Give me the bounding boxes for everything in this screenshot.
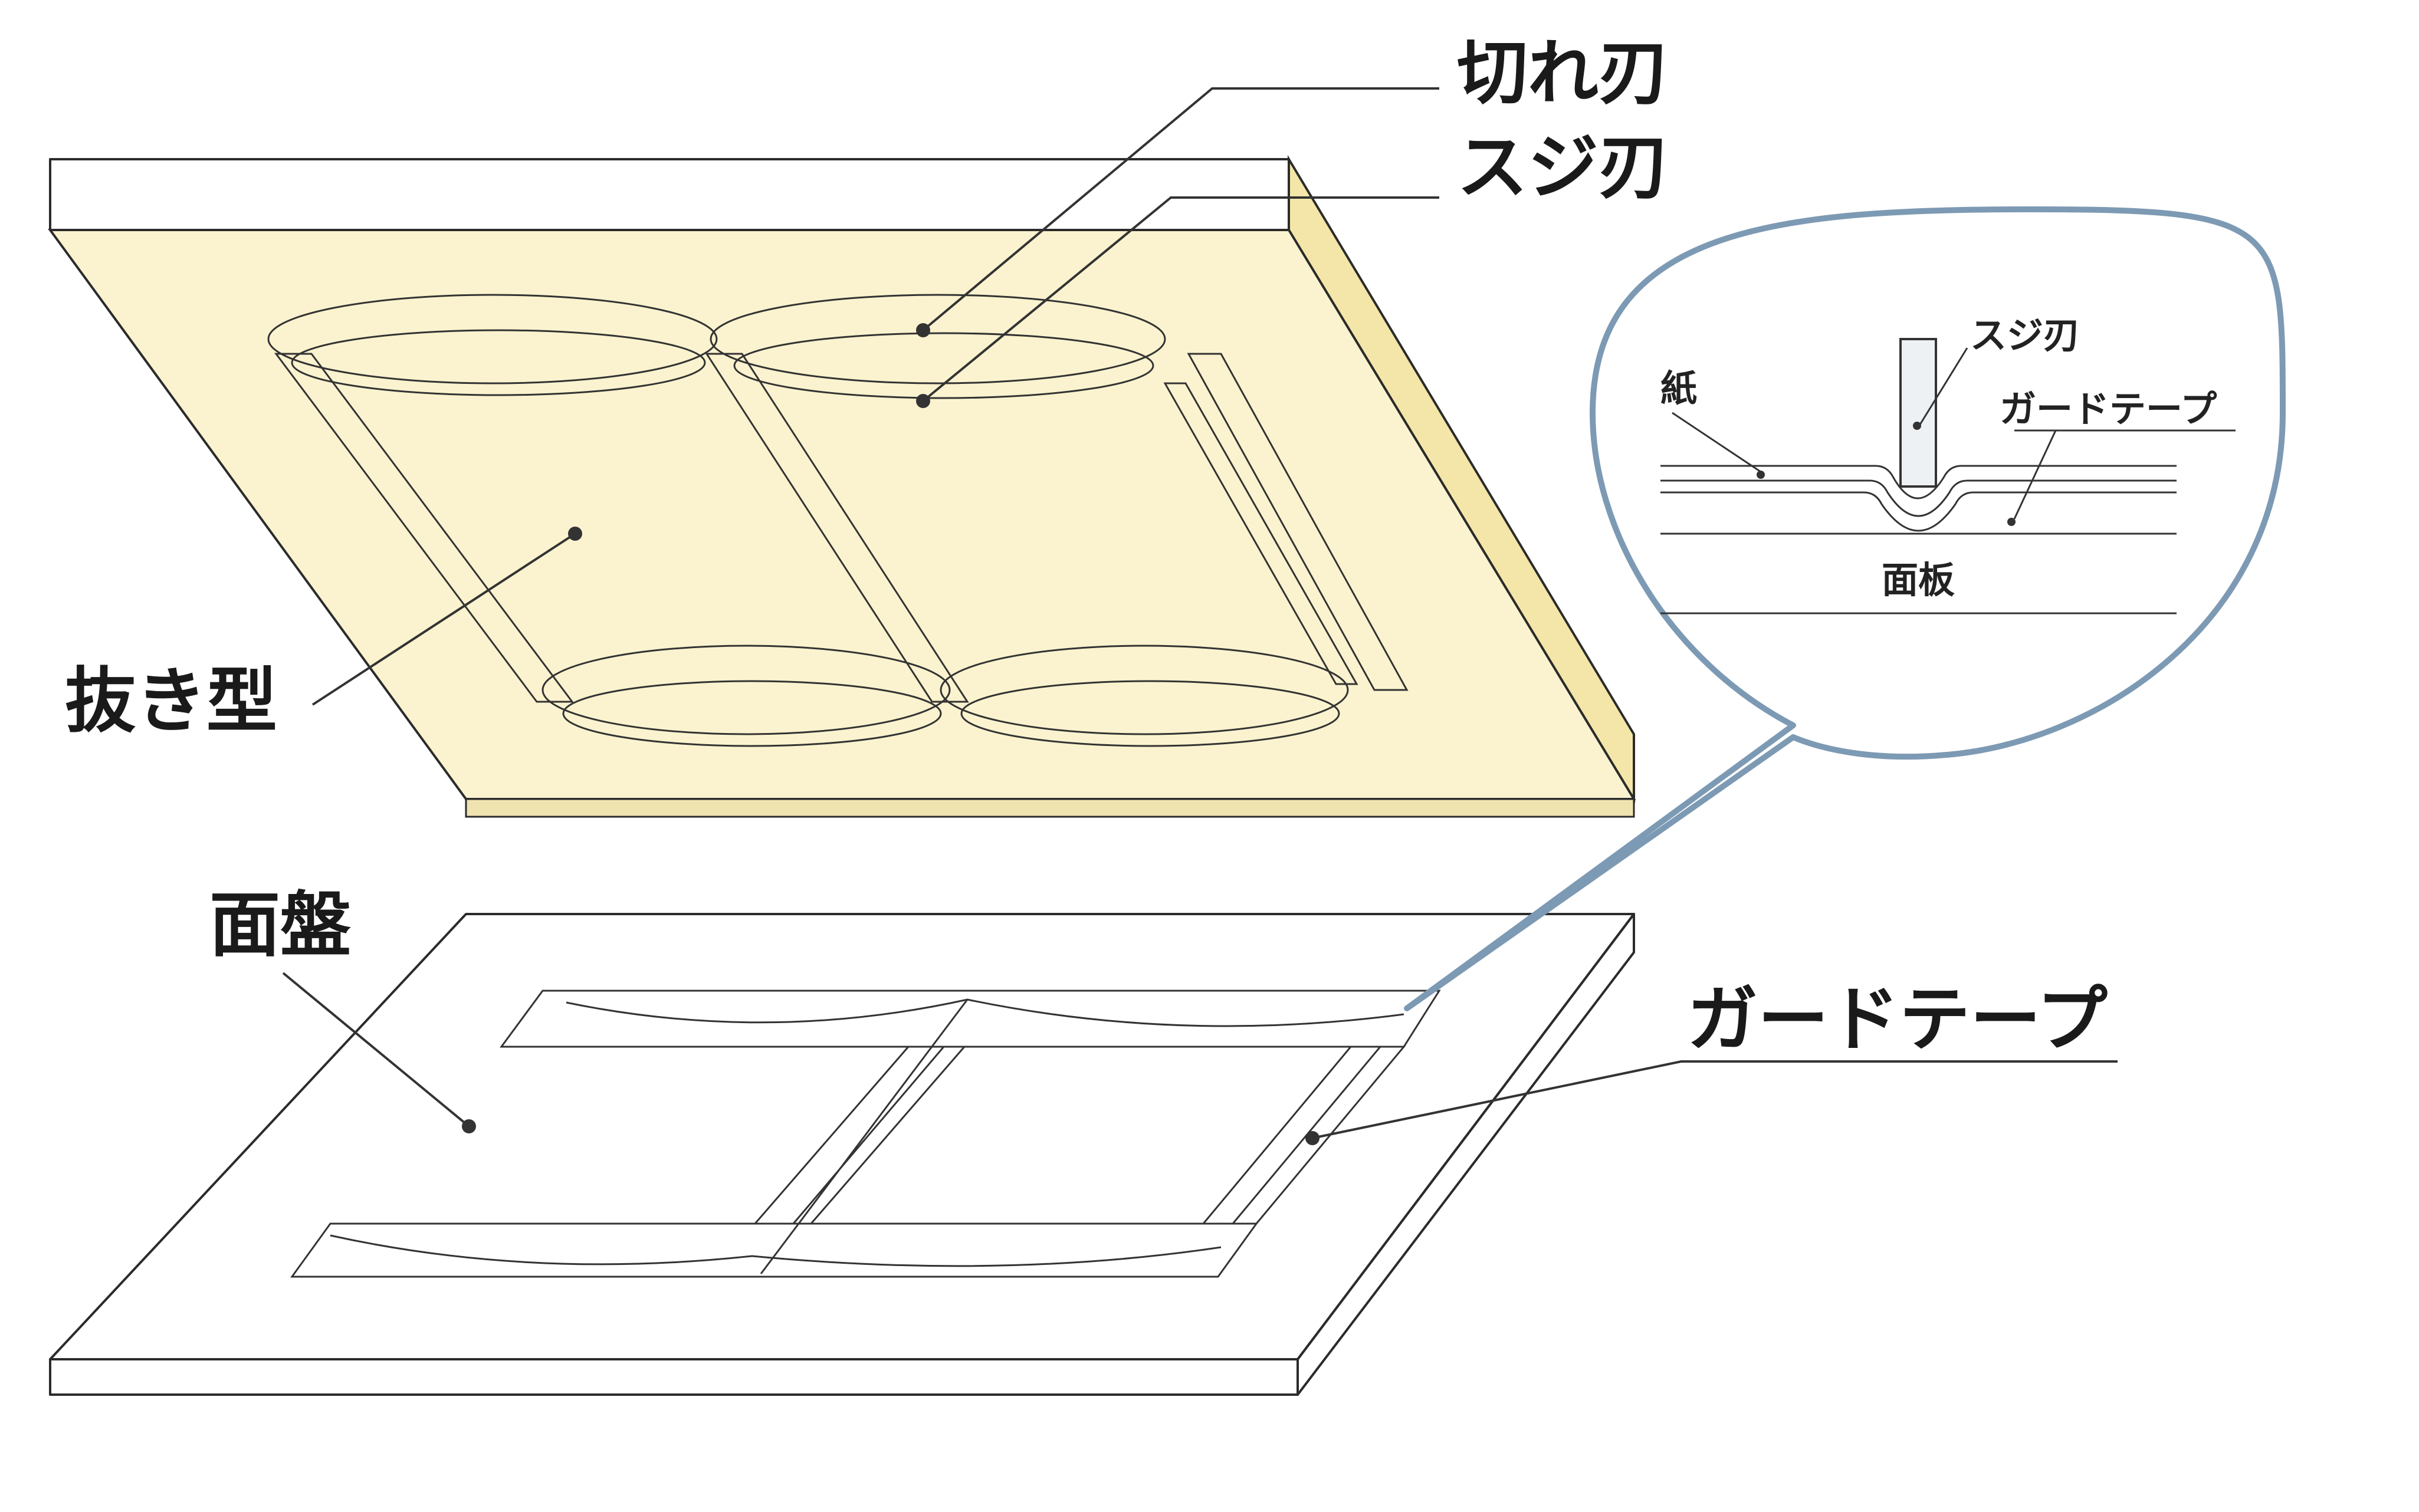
blade-middle-bar bbox=[705, 353, 969, 703]
blade-lens-bottom-right-inner bbox=[960, 680, 1340, 747]
guard-tape-bottom-strip bbox=[290, 1222, 1258, 1278]
base-plate-front-face bbox=[49, 1358, 1299, 1396]
leader-nukigata bbox=[311, 533, 576, 706]
blade-lens-top-right-outer bbox=[710, 294, 1166, 384]
label-nukigata: 抜き型 bbox=[65, 660, 277, 742]
guard-tape-bottom-curve bbox=[330, 1234, 1222, 1267]
label-menban: 面盤 bbox=[209, 885, 351, 967]
guard-tape-top-strip bbox=[500, 990, 1441, 1048]
guard-tape-pattern bbox=[290, 990, 1441, 1278]
detail-label-kami: 紙 bbox=[1660, 367, 1697, 410]
detail-leader-kami bbox=[1672, 412, 1761, 473]
die-board bbox=[48, 155, 1636, 818]
label-guard-tape: ガードテープ bbox=[1687, 979, 2108, 1061]
leader-guard-tape bbox=[1312, 1060, 2118, 1139]
leader-sujiba bbox=[922, 196, 1439, 402]
detail-sujiba-blade bbox=[1899, 338, 1937, 488]
callout-bubble bbox=[1404, 206, 2286, 1011]
die-board-bottom-face bbox=[48, 229, 1636, 800]
base-plate-top-face bbox=[49, 913, 1635, 1360]
blade-lens-top-left-outer bbox=[267, 294, 718, 384]
guard-tape-diagonal-left bbox=[760, 999, 969, 1274]
blade-lens-top-right-inner bbox=[733, 332, 1154, 399]
base-plate bbox=[49, 913, 1635, 1396]
detail-label-menita: 面板 bbox=[1882, 558, 1955, 601]
blade-lens-bottom-left-inner bbox=[562, 680, 942, 747]
detail-paper-line-1 bbox=[1660, 465, 2177, 499]
detail-label-guard-tape: ガードテープ bbox=[2000, 387, 2217, 430]
die-board-top-face bbox=[49, 158, 1290, 231]
detail-kami-dot bbox=[1757, 471, 1765, 479]
leader-menban bbox=[282, 972, 470, 1128]
detail-label-sujiba: スジ刃 bbox=[1970, 314, 2080, 357]
guard-tape-middle-bar-inner bbox=[792, 1046, 945, 1224]
blade-lens-bottom-right-outer bbox=[940, 645, 1349, 735]
blade-lens-bottom-left-outer bbox=[541, 645, 951, 735]
blade-lens-top-left-inner bbox=[291, 329, 706, 396]
guard-tape-top-curve bbox=[566, 998, 1404, 1027]
detail-callout: スジ刃 紙 ガードテープ 面板 bbox=[1404, 206, 2286, 1011]
guard-tape-middle-bar bbox=[753, 1046, 967, 1225]
label-kireba: 切れ刃 bbox=[1457, 32, 1669, 114]
detail-leader-sujiba bbox=[1919, 347, 1968, 425]
blade-structure bbox=[267, 294, 1409, 747]
leader-lines bbox=[282, 87, 2118, 1139]
die-board-front-edge bbox=[465, 798, 1635, 818]
blade-right-bar-outer bbox=[1187, 353, 1409, 691]
guard-tape-right-bar bbox=[1201, 1046, 1406, 1225]
label-sujiba: スジ刃 bbox=[1457, 127, 1669, 209]
leader-kireba bbox=[922, 87, 1439, 331]
detail-guard-dot bbox=[2007, 518, 2016, 526]
detail-paper-line-3 bbox=[1660, 491, 2177, 532]
detail-paper-line-2 bbox=[1660, 479, 2177, 517]
base-plate-side-face bbox=[1297, 913, 1635, 1396]
detail-sujiba-dot bbox=[1913, 422, 1921, 430]
blade-right-bar-inner bbox=[1163, 382, 1358, 685]
